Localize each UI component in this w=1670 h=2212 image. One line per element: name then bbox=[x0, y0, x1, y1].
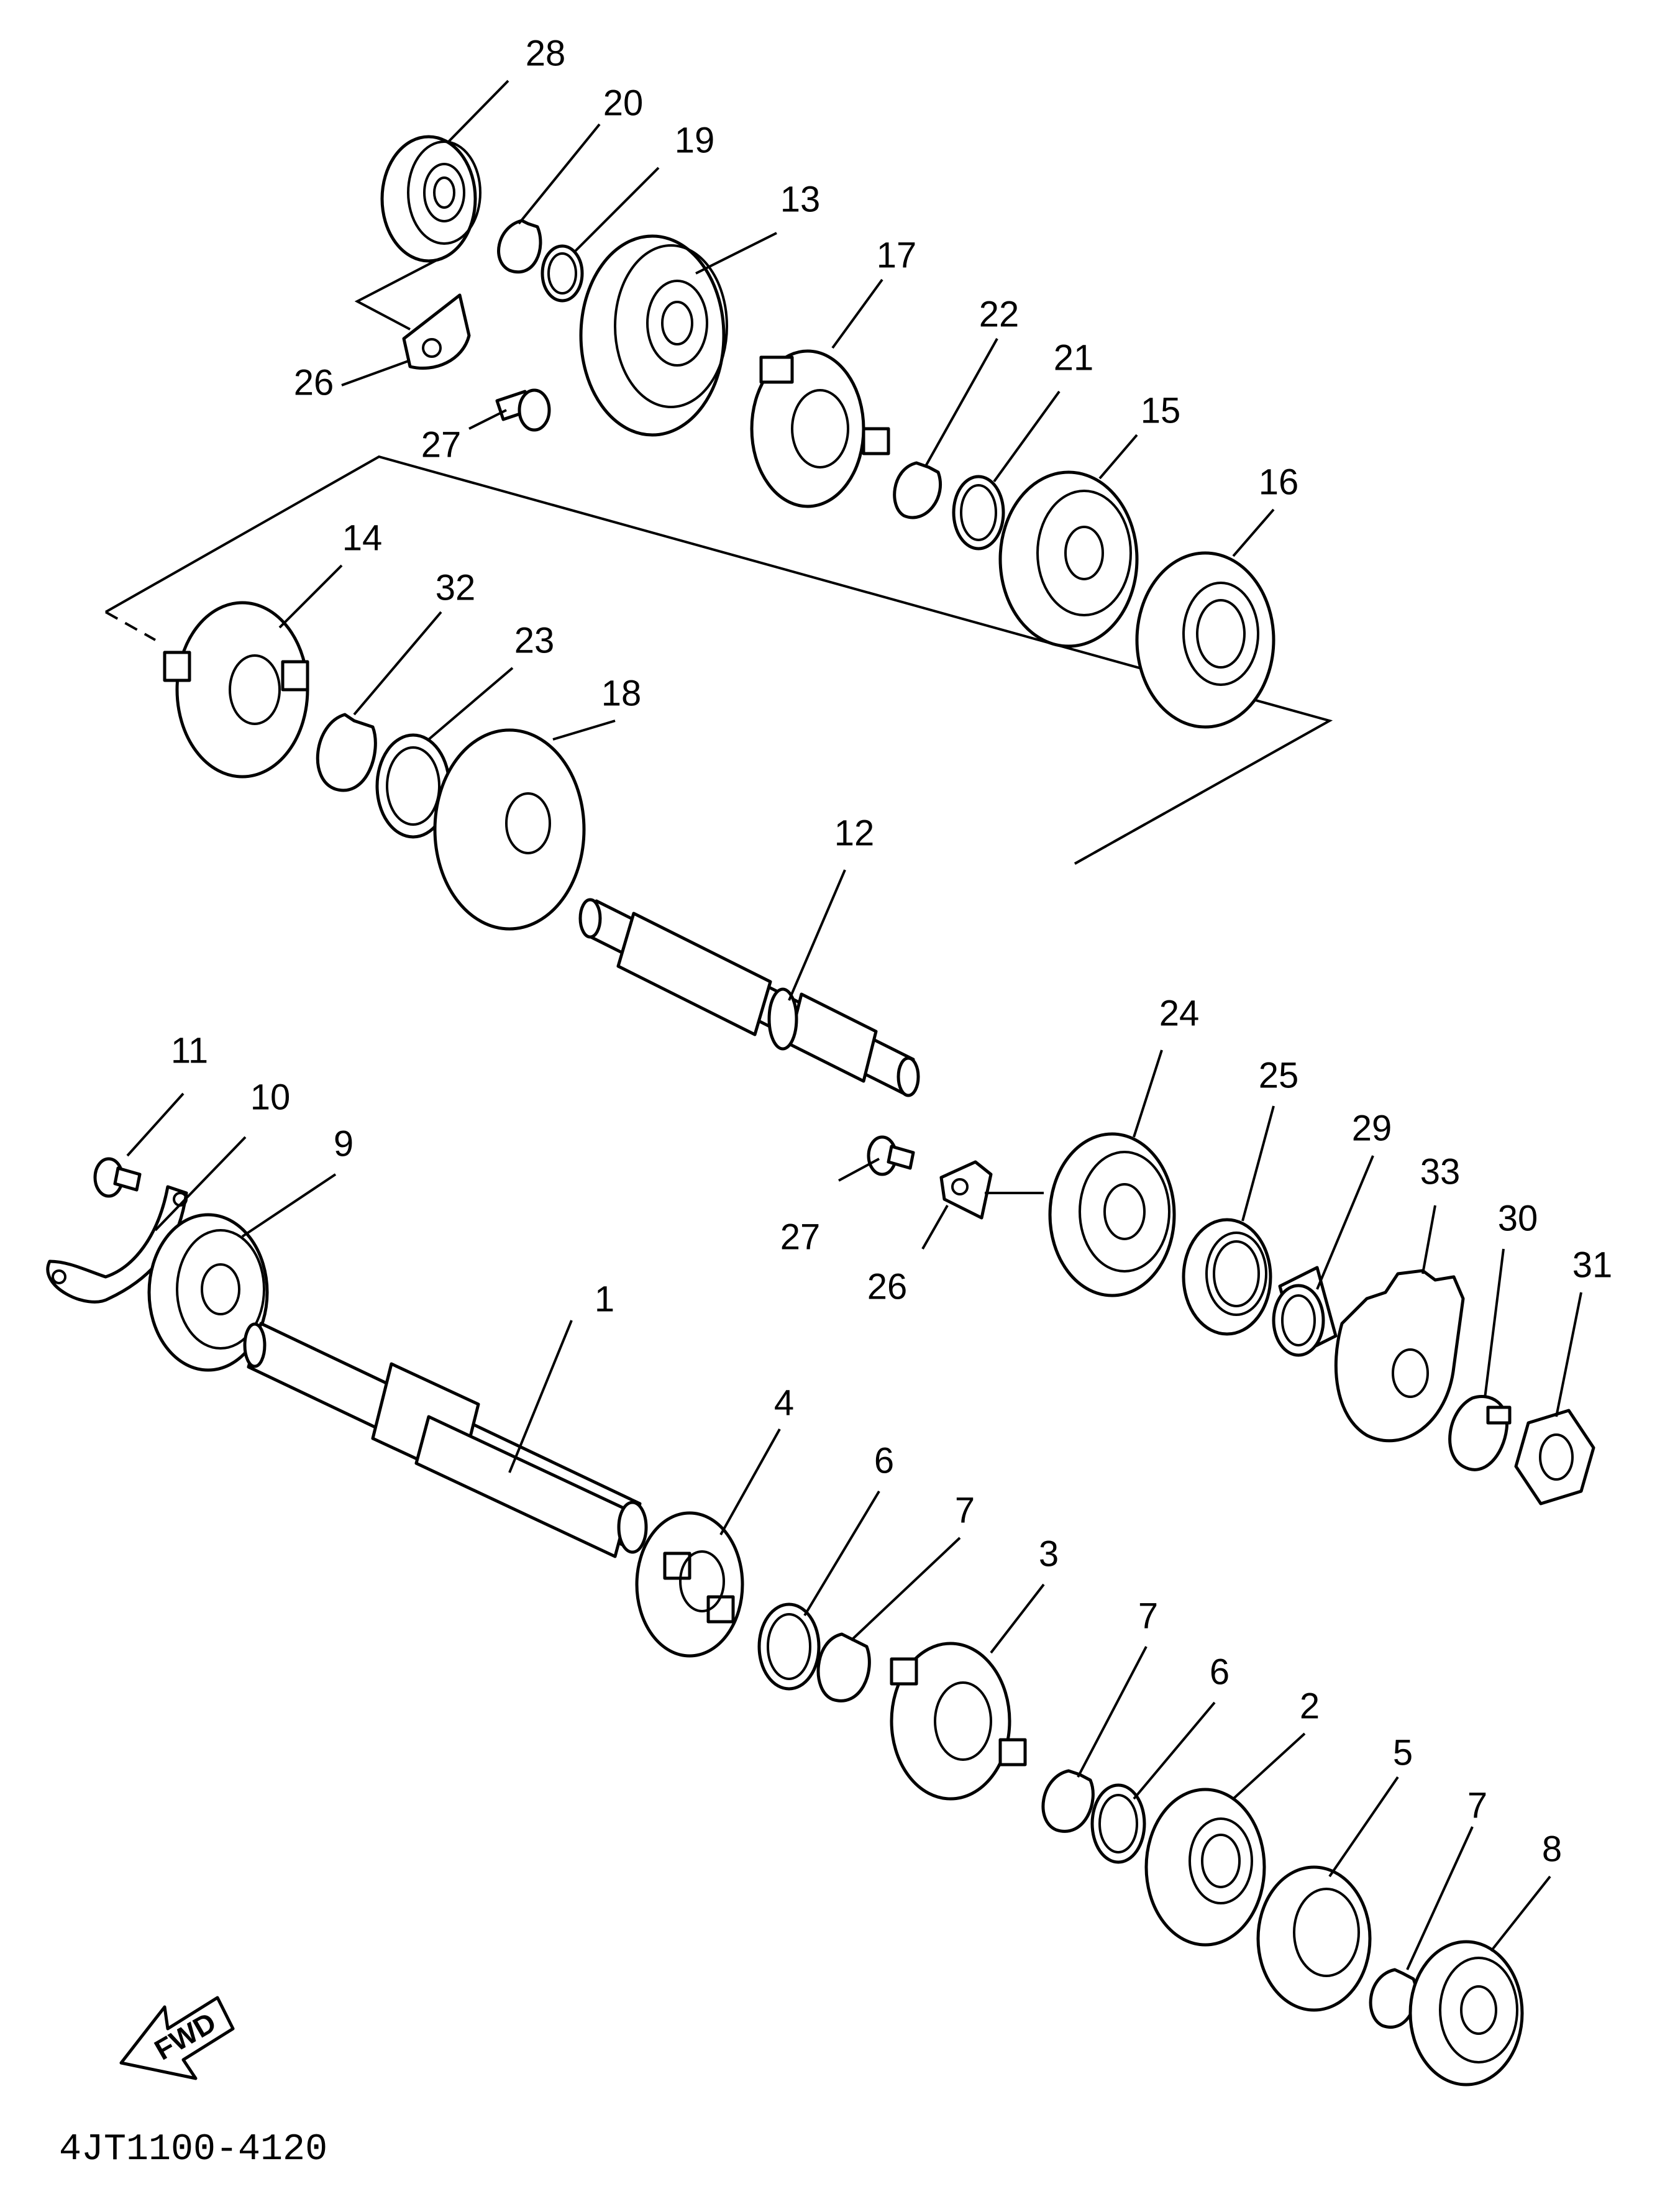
callout-33: 33 bbox=[1420, 1151, 1461, 1192]
callout-2: 2 bbox=[1300, 1686, 1320, 1726]
callout-labels: 28 20 19 13 17 22 21 15 16 26 27 14 32 2… bbox=[171, 33, 1612, 1869]
part-7-circlip-b bbox=[1041, 1769, 1095, 1833]
callout-5: 5 bbox=[1393, 1732, 1413, 1773]
part-28-bearing bbox=[380, 135, 481, 263]
callout-7-c: 7 bbox=[1467, 1785, 1487, 1826]
part-5-gear bbox=[1256, 1865, 1372, 2012]
part-16-gear bbox=[1135, 551, 1275, 729]
callout-17: 17 bbox=[877, 235, 917, 275]
assembly-group-lines bbox=[105, 257, 1333, 865]
callout-26-upper: 26 bbox=[294, 362, 334, 403]
part-29-collar bbox=[1272, 1266, 1338, 1357]
callout-7-a: 7 bbox=[955, 1490, 975, 1530]
callout-20: 20 bbox=[603, 83, 644, 123]
fwd-arrow-icon: FWD bbox=[119, 1996, 235, 2080]
callout-32: 32 bbox=[436, 567, 476, 608]
part-1-drive-axle bbox=[243, 1322, 648, 1558]
part-24-bearing bbox=[1048, 1132, 1176, 1297]
callout-19: 19 bbox=[675, 120, 715, 160]
callout-13: 13 bbox=[780, 179, 821, 219]
part-19-washer bbox=[541, 244, 584, 303]
callout-27-lower: 27 bbox=[780, 1217, 821, 1257]
callout-24: 24 bbox=[1159, 993, 1200, 1033]
part-15-gear bbox=[998, 470, 1139, 648]
callout-31: 31 bbox=[1572, 1245, 1613, 1285]
callout-10: 10 bbox=[250, 1077, 291, 1117]
callout-30: 30 bbox=[1498, 1198, 1538, 1238]
callout-25: 25 bbox=[1259, 1055, 1299, 1095]
part-3-gear bbox=[890, 1642, 1027, 1801]
part-18-gear bbox=[433, 728, 586, 931]
callout-22: 22 bbox=[979, 294, 1020, 334]
part-23-washer bbox=[375, 733, 451, 839]
callout-28: 28 bbox=[526, 33, 566, 73]
part-9-bearing bbox=[147, 1213, 269, 1372]
part-31-nut bbox=[1514, 1409, 1595, 1506]
callout-18: 18 bbox=[601, 673, 642, 713]
part-26-plate-lower bbox=[939, 1160, 1044, 1220]
callout-11: 11 bbox=[171, 1030, 208, 1071]
part-21-washer bbox=[952, 475, 1005, 551]
part-8-bearing bbox=[1408, 1940, 1524, 2086]
diagram-code: 4JT1100-4120 bbox=[59, 2129, 327, 2171]
leader-lines bbox=[126, 80, 1582, 1970]
part-27-screw-lower bbox=[867, 1135, 915, 1176]
callout-23: 23 bbox=[514, 620, 555, 660]
part-26-plate-upper bbox=[402, 293, 471, 370]
part-7-circlip-a bbox=[816, 1632, 871, 1702]
callout-21: 21 bbox=[1054, 337, 1094, 378]
part-17-gear bbox=[750, 349, 890, 508]
part-6-washer-b bbox=[1090, 1783, 1146, 1864]
part-20-circlip bbox=[497, 219, 542, 273]
part-11-bolt bbox=[93, 1157, 142, 1198]
part-13-gear bbox=[579, 234, 728, 437]
part-27-screw-upper bbox=[495, 388, 551, 432]
callout-6-a: 6 bbox=[874, 1440, 894, 1481]
part-22-circlip bbox=[893, 461, 942, 519]
callout-3: 3 bbox=[1039, 1533, 1059, 1574]
part-6-washer-a bbox=[757, 1602, 821, 1691]
part-33-drive-sprocket bbox=[1334, 1269, 1465, 1443]
callout-1: 1 bbox=[595, 1279, 614, 1319]
callout-16: 16 bbox=[1259, 462, 1299, 502]
part-30-lock-washer bbox=[1448, 1394, 1512, 1471]
callout-12: 12 bbox=[834, 813, 875, 853]
part-32-circlip bbox=[316, 713, 377, 792]
callout-8: 8 bbox=[1542, 1829, 1562, 1869]
callout-27-upper: 27 bbox=[421, 424, 462, 465]
callout-4: 4 bbox=[774, 1382, 794, 1423]
part-12-main-axle bbox=[578, 898, 920, 1097]
callout-7-b: 7 bbox=[1138, 1596, 1158, 1636]
callout-26-lower: 26 bbox=[867, 1266, 908, 1307]
callout-9: 9 bbox=[334, 1123, 354, 1164]
part-2-gear bbox=[1144, 1788, 1266, 1947]
callout-14: 14 bbox=[342, 518, 383, 558]
part-4-gear bbox=[635, 1511, 744, 1658]
callout-15: 15 bbox=[1141, 390, 1181, 431]
callout-29: 29 bbox=[1352, 1108, 1392, 1148]
part-25-oil-seal bbox=[1182, 1218, 1272, 1336]
part-14-gear bbox=[163, 601, 309, 779]
callout-6-b: 6 bbox=[1210, 1652, 1230, 1692]
